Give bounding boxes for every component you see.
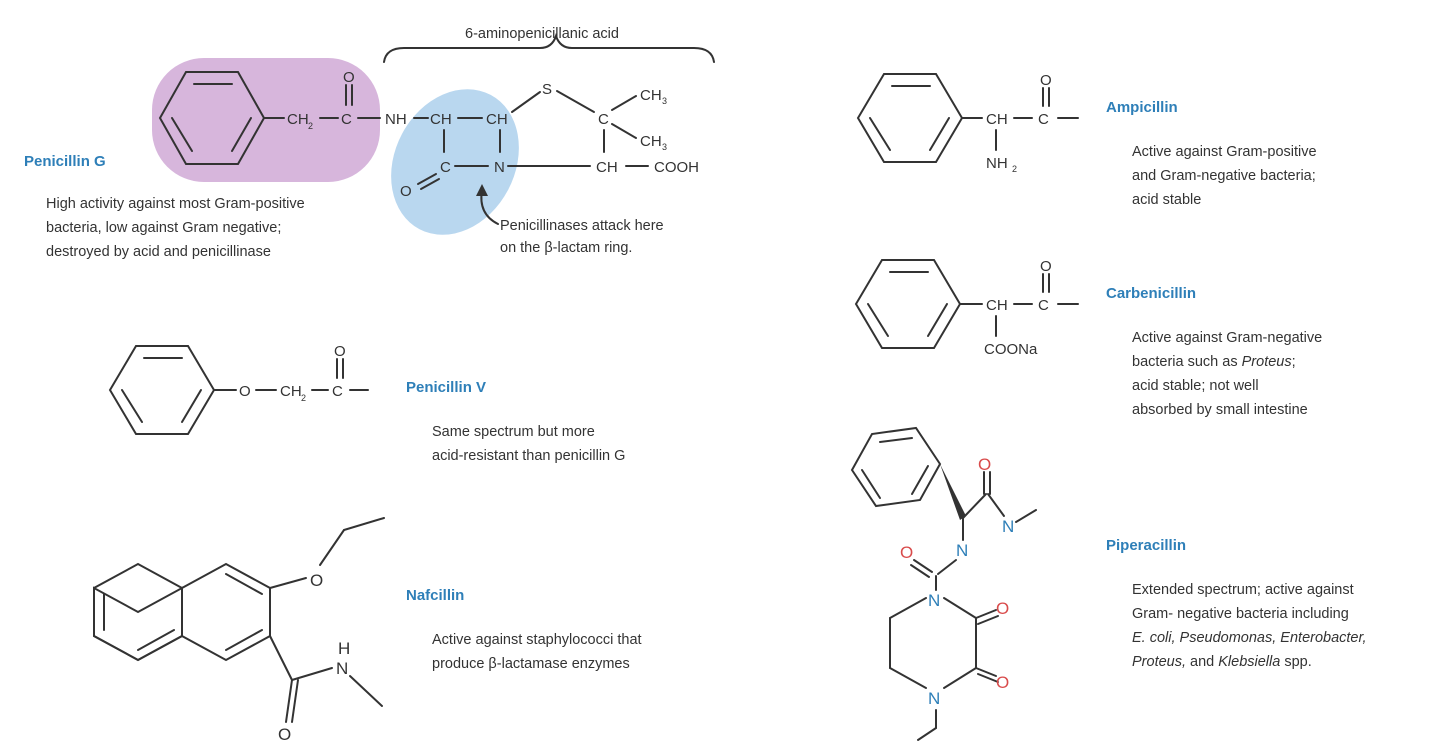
svg-text:NH: NH [385, 111, 407, 128]
svg-text:3: 3 [662, 142, 667, 152]
svg-text:2: 2 [308, 121, 313, 131]
attack-note-line1: Penicillinases attack here [500, 218, 664, 234]
nafcillin-structure: O O N H Nafcillin Active against staphyl… [93, 517, 642, 744]
ampicillin-structure: CH C O NH 2 Ampicillin Active against Gr… [856, 72, 1317, 208]
svg-text:O: O [400, 183, 412, 200]
svg-text:N: N [494, 159, 505, 176]
piperacillin-desc-2: Gram- negative bacteria including [1132, 606, 1349, 622]
piperacillin-structure: O N N O N N O O Piperacillin Extended sp… [850, 426, 1367, 741]
penicillin-v-name: Penicillin V [406, 379, 486, 396]
carbenicillin-desc-3: acid stable; not well [1132, 378, 1259, 394]
carbenicillin-desc-2: bacteria such as Proteus; [1132, 354, 1296, 370]
penicillin-v-desc-2: acid-resistant than penicillin G [432, 448, 625, 464]
svg-text:2: 2 [301, 393, 306, 403]
svg-text:O: O [996, 673, 1009, 692]
carbenicillin-desc-4: absorbed by small intestine [1132, 402, 1308, 418]
svg-text:C: C [440, 159, 451, 176]
svg-text:O: O [343, 69, 355, 86]
svg-text:N: N [928, 591, 940, 610]
svg-text:CH: CH [430, 111, 452, 128]
carbenicillin-desc-1: Active against Gram-negative [1132, 330, 1322, 346]
svg-text:CH: CH [640, 133, 662, 150]
svg-text:C: C [332, 383, 343, 400]
penicillin-g-desc-2: bacteria, low against Gram negative; [46, 220, 281, 236]
nafcillin-name: Nafcillin [406, 587, 464, 604]
carbenicillin-structure: CH C O COONa Carbenicillin Active agains… [854, 258, 1322, 418]
6apa-brace [383, 32, 715, 63]
svg-text:N: N [956, 541, 968, 560]
svg-text:S: S [542, 81, 552, 98]
svg-text:CH: CH [640, 87, 662, 104]
side-chain-highlight [152, 58, 380, 182]
svg-text:CH: CH [280, 383, 302, 400]
piperacillin-desc-1: Extended spectrum; active against [1132, 582, 1354, 598]
6apa-label: 6-aminopenicillanic acid [465, 26, 619, 42]
svg-text:N: N [336, 659, 348, 678]
piperacillin-name: Piperacillin [1106, 537, 1186, 554]
penicillin-g-structure: 6-aminopenicillanic acid CH 2 C O NH CH … [24, 26, 715, 260]
svg-text:O: O [900, 543, 913, 562]
svg-text:NH: NH [986, 155, 1008, 172]
svg-text:N: N [1002, 517, 1014, 536]
svg-text:CH: CH [287, 111, 309, 128]
svg-text:O: O [1040, 72, 1052, 89]
svg-text:2: 2 [1012, 164, 1017, 174]
attack-note-line2: on the β-lactam ring. [500, 240, 632, 256]
penicillin-v-desc-1: Same spectrum but more [432, 424, 595, 440]
ampicillin-desc-3: acid stable [1132, 192, 1201, 208]
piperacillin-desc-4: Proteus, and Klebsiella spp. [1132, 654, 1312, 670]
svg-text:CH: CH [986, 111, 1008, 128]
svg-text:C: C [598, 111, 609, 128]
ampicillin-desc-1: Active against Gram-positive [1132, 144, 1317, 160]
penicillin-g-desc-3: destroyed by acid and penicillinase [46, 244, 271, 260]
penicillin-v-structure: O CH 2 C O Penicillin V Same spectrum bu… [108, 343, 625, 464]
svg-text:COONa: COONa [984, 341, 1038, 358]
ampicillin-name: Ampicillin [1106, 99, 1178, 116]
svg-text:C: C [1038, 297, 1049, 314]
svg-text:O: O [334, 343, 346, 360]
nafcillin-desc-1: Active against staphylococci that [432, 632, 642, 648]
penicillin-g-name: Penicillin G [24, 153, 106, 170]
svg-text:N: N [928, 689, 940, 708]
svg-text:C: C [1038, 111, 1049, 128]
svg-text:O: O [996, 599, 1009, 618]
ampicillin-desc-2: and Gram-negative bacteria; [1132, 168, 1316, 184]
svg-text:COOH: COOH [654, 159, 699, 176]
beta-lactam-highlight [391, 89, 519, 235]
svg-text:CH: CH [596, 159, 618, 176]
svg-text:O: O [978, 455, 991, 474]
svg-text:CH: CH [486, 111, 508, 128]
svg-text:3: 3 [662, 96, 667, 106]
svg-text:CH: CH [986, 297, 1008, 314]
svg-text:O: O [1040, 258, 1052, 275]
svg-text:O: O [239, 383, 251, 400]
nafcillin-desc-2: produce β-lactamase enzymes [432, 656, 630, 672]
svg-text:O: O [310, 571, 323, 590]
piperacillin-desc-3: E. coli, Pseudomonas, Enterobacter, [1132, 630, 1367, 646]
svg-text:O: O [278, 725, 291, 744]
carbenicillin-name: Carbenicillin [1106, 285, 1196, 302]
svg-text:H: H [338, 639, 350, 658]
penicillin-g-desc-1: High activity against most Gram-positive [46, 196, 305, 212]
svg-text:C: C [341, 111, 352, 128]
